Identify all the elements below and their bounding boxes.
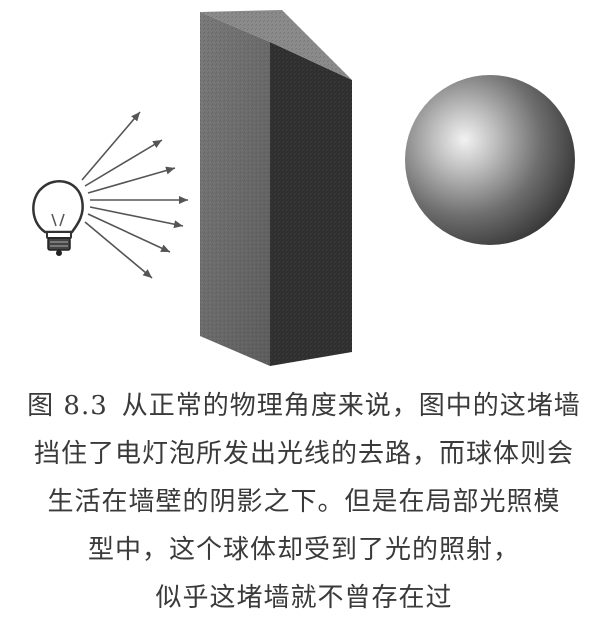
light-ray: [87, 213, 171, 253]
sphere: [405, 75, 575, 245]
light-ray: [87, 166, 176, 194]
figure-caption: 图 8.3 从正常的物理角度来说，图中的这堵墙 挡住了电灯泡所发出光线的去路，而球…: [0, 382, 608, 622]
light-ray: [84, 139, 163, 187]
caption-line-1: 图 8.3 从正常的物理角度来说，图中的这堵墙: [0, 382, 608, 430]
caption-line-4: 型中，这个球体却受到了光的照射，: [87, 535, 520, 565]
figure-illustration: [32, 10, 575, 366]
light-rays: [81, 111, 188, 279]
figure-svg: [32, 10, 575, 366]
light-ray: [84, 221, 153, 279]
wall-block: [200, 10, 352, 366]
caption-text: 从正常的物理角度来说，图中的这堵墙: [121, 391, 581, 421]
light-ray: [89, 206, 184, 229]
caption-line-3: 生活在墙壁的阴影之下。但是在局部光照模: [47, 487, 561, 517]
light-bulb-icon: [32, 180, 84, 256]
figure-label: 图 8.3: [27, 391, 108, 421]
caption-line-5: 似乎这堵墙就不曾存在过: [155, 583, 453, 613]
caption-line-2: 挡住了电灯泡所发出光线的去路，而球体则会: [33, 439, 574, 469]
light-ray: [81, 111, 141, 181]
